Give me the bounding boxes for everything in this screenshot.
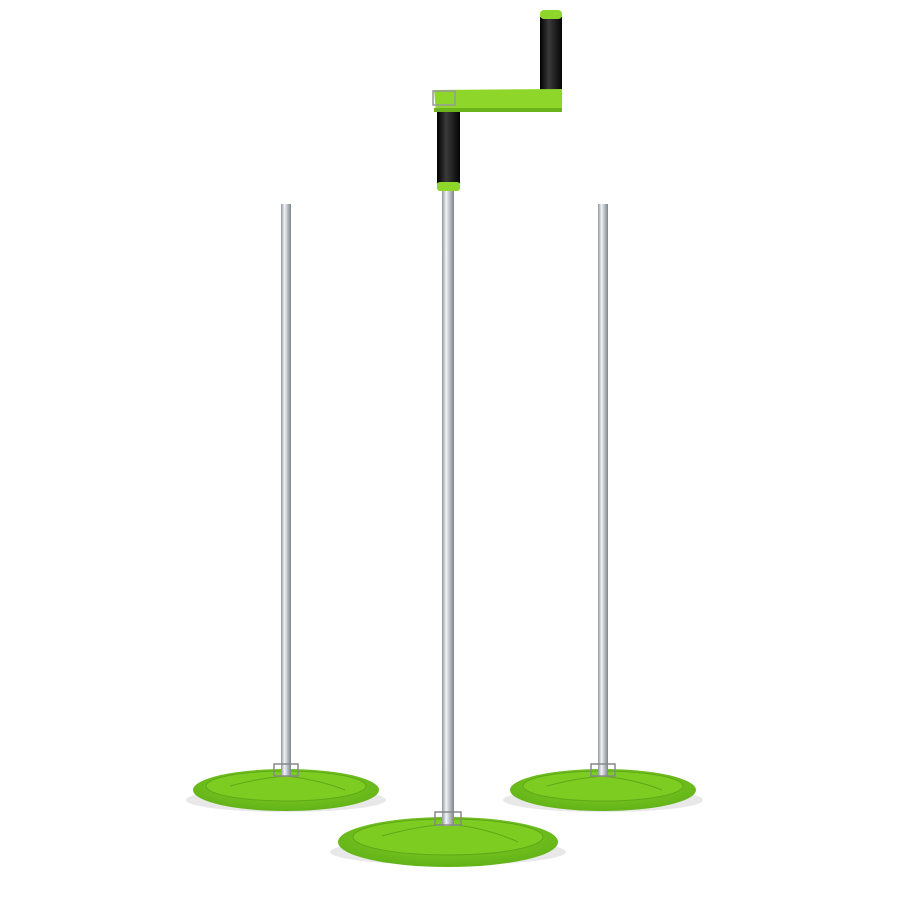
- right-pole-assembly: [503, 204, 703, 812]
- center-clip: [434, 811, 462, 826]
- lower-grip: [437, 104, 460, 186]
- lower-grip-cap: [437, 182, 460, 191]
- right-pole: [598, 204, 608, 776]
- right-clip: [590, 763, 616, 777]
- crank-clip: [432, 90, 456, 106]
- left-clip: [273, 763, 299, 777]
- left-pole-assembly: [186, 204, 386, 812]
- center-pole-assembly: [330, 10, 566, 867]
- handle-cap: [540, 10, 562, 19]
- center-pole: [442, 188, 454, 826]
- left-pole: [281, 204, 291, 776]
- crank-arm: [434, 89, 562, 112]
- handle-grip: [540, 14, 562, 94]
